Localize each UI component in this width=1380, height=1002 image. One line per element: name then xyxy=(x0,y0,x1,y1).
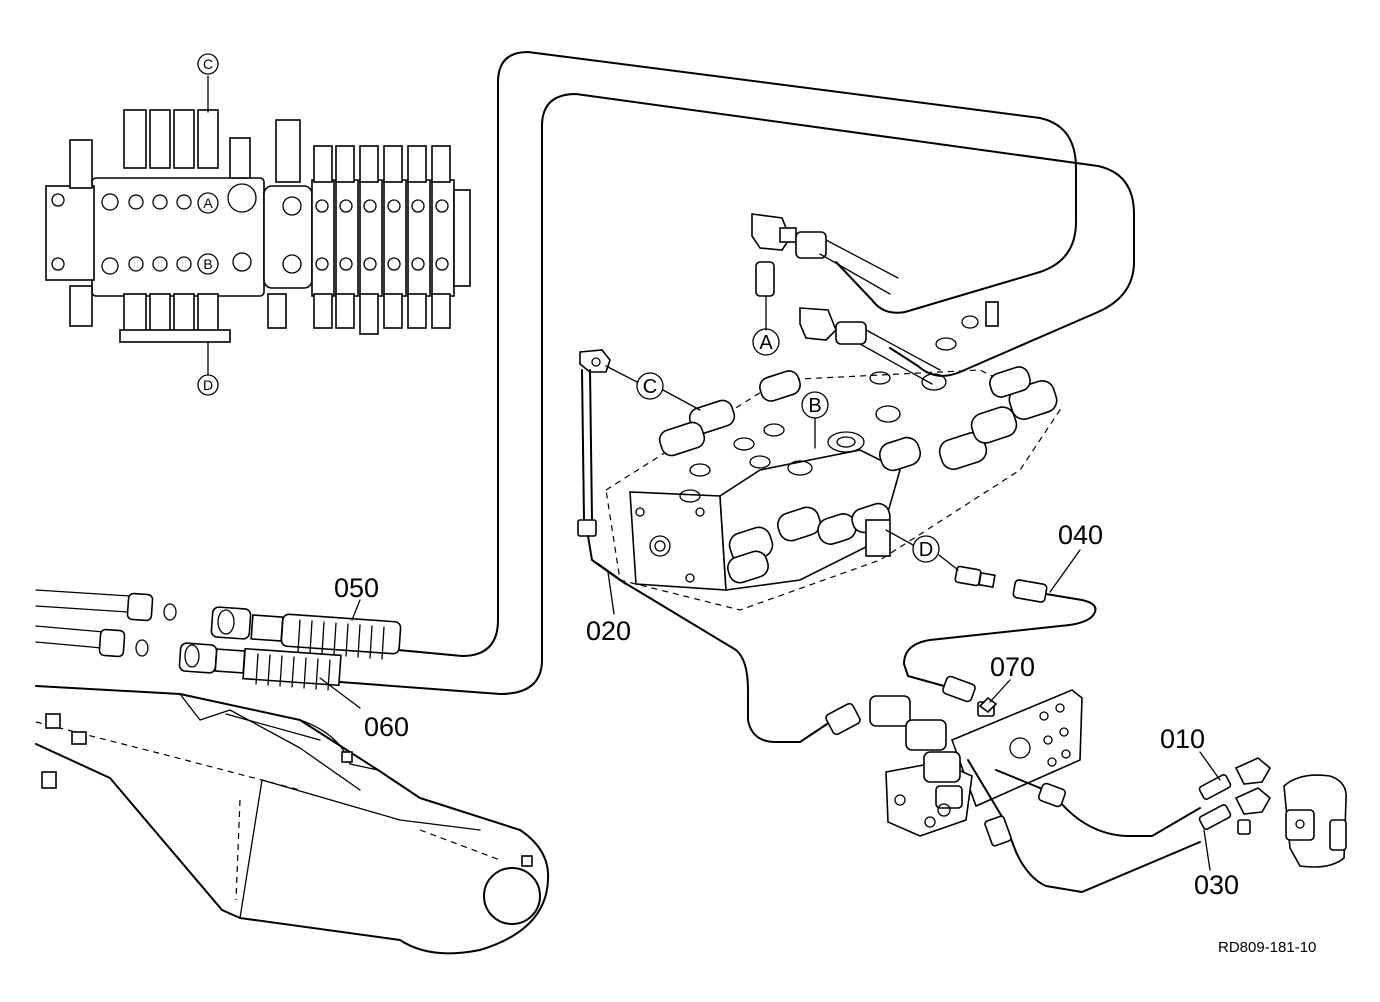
hose-060-assembly xyxy=(35,625,342,691)
callout-010: 010 xyxy=(1160,724,1205,754)
inset-port-d-label: D xyxy=(203,377,213,393)
callout-040: 040 xyxy=(1058,520,1103,550)
inset-valve-view xyxy=(45,75,471,375)
port-c-marker: C xyxy=(605,365,701,411)
inset-port-c-label: C xyxy=(203,56,213,72)
hose-route-060 xyxy=(339,93,1135,695)
bottom-bracket-assembly xyxy=(869,689,1201,893)
callout-070: 070 xyxy=(990,652,1035,682)
callout-leaders xyxy=(319,549,1221,871)
port-c-label: C xyxy=(643,376,657,398)
drawing-reference-code: RD809-181-10 xyxy=(1218,939,1316,956)
inset-port-a-label: A xyxy=(203,195,213,211)
callout-030: 030 xyxy=(1194,870,1239,900)
hose-020-route xyxy=(577,349,861,743)
callout-050: 050 xyxy=(334,573,379,603)
inset-port-a: A xyxy=(197,192,219,214)
hose-route-050 xyxy=(397,51,1077,657)
inset-port-d: D xyxy=(197,374,219,396)
boom-arm xyxy=(35,685,550,955)
port-d-label: D xyxy=(919,539,933,561)
callout-020: 020 xyxy=(586,616,631,646)
port-d-marker: D xyxy=(885,529,959,571)
port-b-label: B xyxy=(808,395,821,417)
control-valve-assembly xyxy=(605,301,1061,611)
inset-port-b: B xyxy=(197,253,219,275)
callout-060: 060 xyxy=(364,712,409,742)
port-a-marker: A xyxy=(752,328,780,356)
inset-port-b-label: B xyxy=(203,256,212,272)
port-a-fittings xyxy=(751,213,941,385)
hose-040-route xyxy=(903,565,1097,703)
hose-050-assembly xyxy=(35,589,402,660)
hose-ends-010-030 xyxy=(1198,757,1347,868)
port-b-marker: B xyxy=(801,391,829,449)
inset-port-c: C xyxy=(197,53,219,75)
port-a-label: A xyxy=(759,332,773,354)
valve-spools xyxy=(658,366,1058,584)
